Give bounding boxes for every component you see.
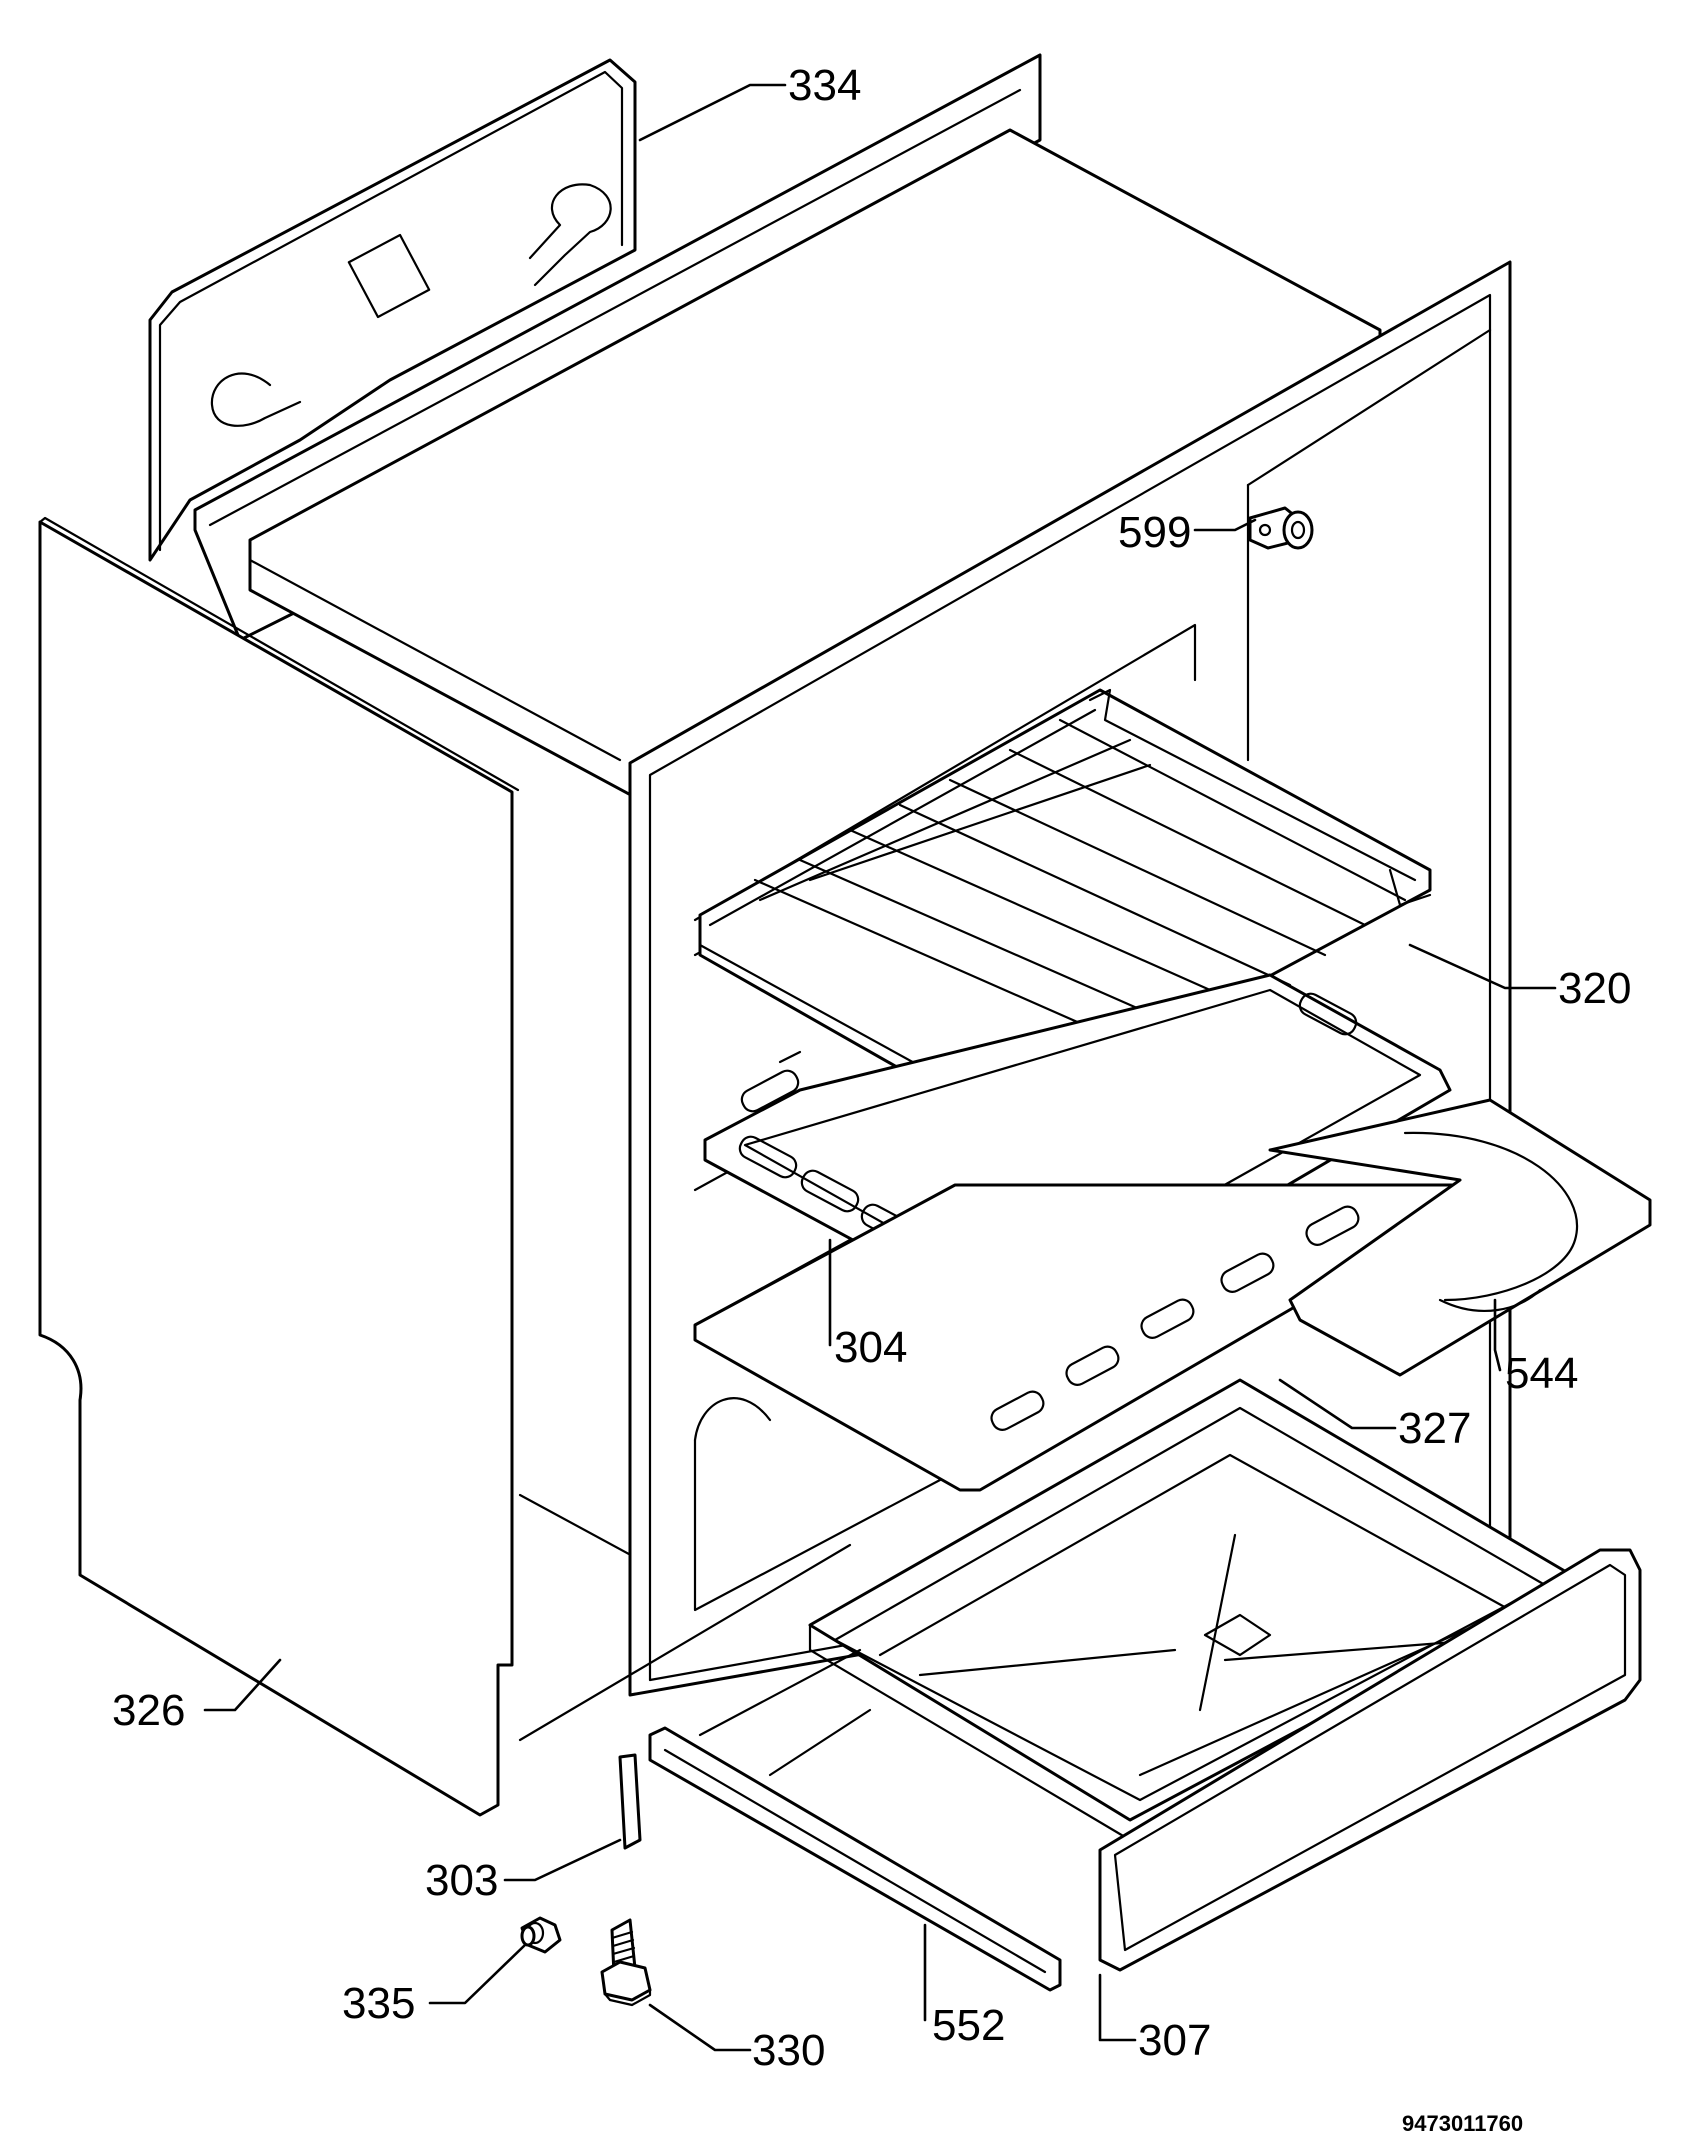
- fixing-bolt-599: [1248, 506, 1314, 550]
- drawing-code: 9473011760: [1402, 2111, 1523, 2136]
- plate-303: [618, 1753, 642, 1850]
- fan-cover-544: [1268, 1098, 1652, 1377]
- screw-330: [600, 1918, 652, 2007]
- oven-cavity-body: [193, 53, 1382, 1562]
- label-334: 334: [788, 61, 861, 110]
- label-327: 327: [1398, 1404, 1471, 1453]
- back-panel-334: [148, 58, 637, 562]
- label-304: 304: [834, 1323, 907, 1372]
- label-335: 335: [342, 1979, 415, 2028]
- label-330: 330: [752, 2026, 825, 2075]
- leader-lines: [203, 83, 1557, 2052]
- label-544: 544: [1505, 1349, 1578, 1398]
- label-320: 320: [1558, 964, 1631, 1013]
- wire-shelf-320: [698, 688, 1432, 1145]
- label-599: 599: [1118, 508, 1191, 557]
- enamel-tray-327: [693, 1183, 1472, 1492]
- label-552: 552: [932, 2001, 1005, 2050]
- drawer-rail-552: [518, 1543, 1062, 1992]
- part-labels: 334 599 320 304 544 327 326 303 335 330 …: [112, 61, 1631, 2136]
- label-326: 326: [112, 1686, 185, 1735]
- label-307: 307: [1138, 2016, 1211, 2065]
- side-panel-326: [38, 516, 520, 1817]
- nut-335: [520, 1916, 562, 1954]
- label-303: 303: [425, 1856, 498, 1905]
- drawer-307: [808, 1378, 1642, 1972]
